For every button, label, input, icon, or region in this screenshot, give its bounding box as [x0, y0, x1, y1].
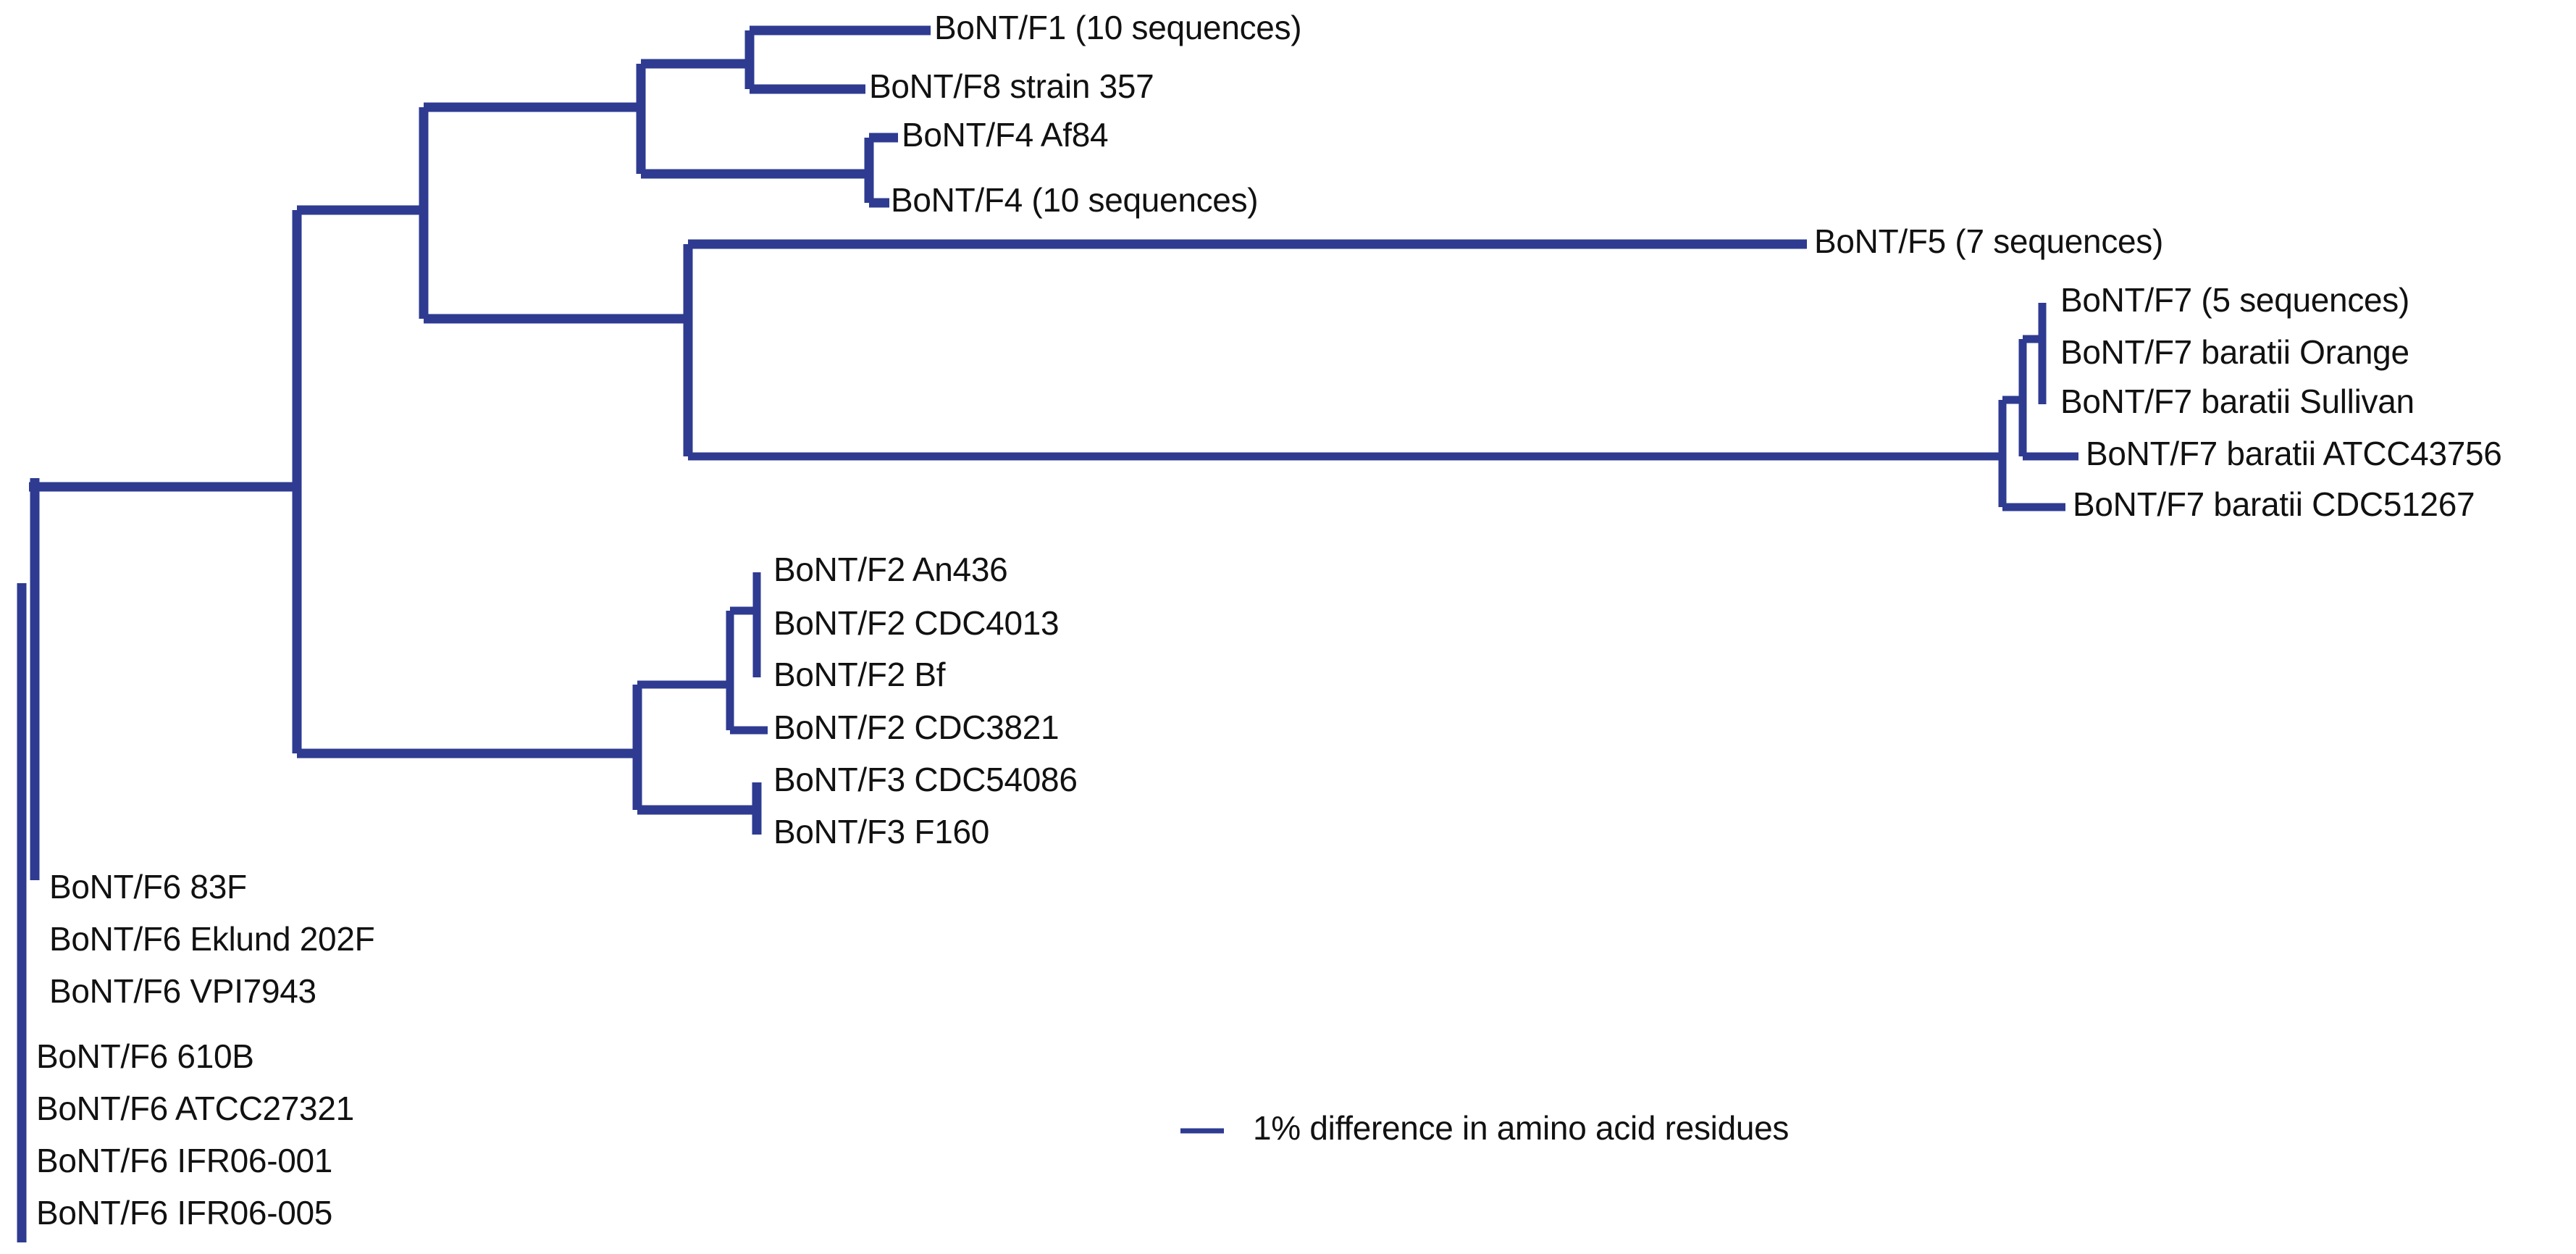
tip-label-f4-af84: BoNT/F4 Af84 — [902, 116, 1108, 154]
tip-label-f3-54086: BoNT/F3 CDC54086 — [773, 761, 1078, 798]
tip-label-f7-5: BoNT/F7 (5 sequences) — [2060, 281, 2409, 319]
tip-label-f3-f160: BoNT/F3 F160 — [773, 813, 989, 850]
tip-label-f6-eklund: BoNT/F6 Eklund 202F — [49, 920, 374, 958]
tip-label-f2-3821: BoNT/F2 CDC3821 — [773, 708, 1059, 746]
tip-label-f6-ifr001: BoNT/F6 IFR06-001 — [36, 1142, 332, 1179]
tip-label-f6-83f: BoNT/F6 83F — [49, 868, 247, 906]
tip-label-f7-cdc: BoNT/F7 baratii CDC51267 — [2073, 485, 2475, 523]
tip-label-f4-10: BoNT/F4 (10 sequences) — [891, 181, 1258, 219]
tip-label-f5: BoNT/F5 (7 sequences) — [1814, 222, 2163, 260]
scale-bar-group: 1% difference in amino acid residues — [1180, 1109, 1789, 1147]
tip-label-f1: BoNT/F1 (10 sequences) — [934, 9, 1301, 46]
tip-label-f7-sull: BoNT/F7 baratii Sullivan — [2060, 383, 2415, 420]
tip-label-f6-atcc: BoNT/F6 ATCC27321 — [36, 1090, 354, 1127]
tip-label-f2-4013: BoNT/F2 CDC4013 — [773, 604, 1059, 642]
tip-label-f2-bf: BoNT/F2 Bf — [773, 656, 946, 693]
tip-label-f6-vpi: BoNT/F6 VPI7943 — [49, 972, 316, 1010]
tip-label-f8: BoNT/F8 strain 357 — [869, 67, 1154, 105]
tip-label-layer: BoNT/F1 (10 sequences) BoNT/F8 strain 357… — [36, 9, 2502, 1232]
tip-label-f7-atcc: BoNT/F7 baratii ATCC43756 — [2086, 435, 2502, 472]
scale-bar-label: 1% difference in amino acid residues — [1253, 1109, 1789, 1147]
branch-layer — [17, 25, 2078, 1242]
tip-label-f6-ifr005: BoNT/F6 IFR06-005 — [36, 1194, 332, 1232]
tip-label-f6-610b: BoNT/F6 610B — [36, 1037, 254, 1075]
tip-label-f7-orange: BoNT/F7 baratii Orange — [2060, 333, 2409, 371]
tip-label-f2-an436: BoNT/F2 An436 — [773, 551, 1007, 588]
